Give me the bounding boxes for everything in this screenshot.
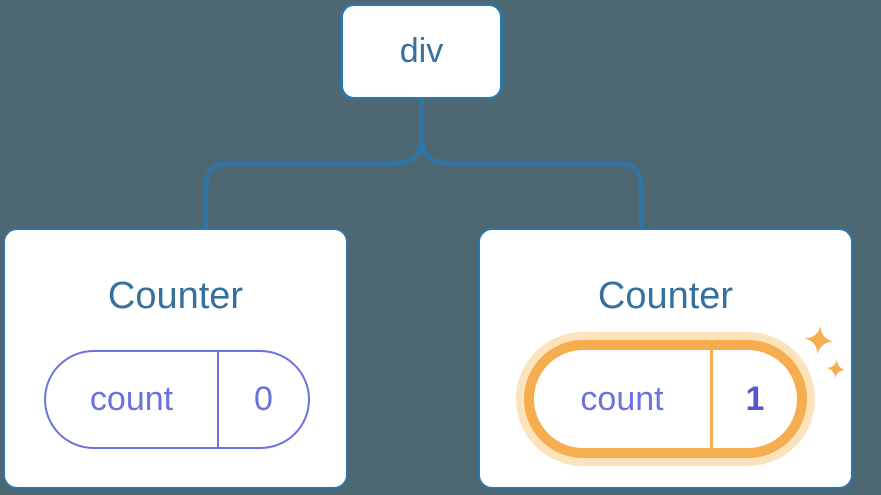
component-title: Counter (597, 275, 734, 317)
connector-branch-left (203, 99, 424, 227)
connector-branch-right (419, 133, 644, 227)
state-key-label: count (534, 350, 713, 448)
component-title: Counter (107, 275, 244, 317)
counter-card-updated: Counter count 1 (478, 228, 853, 489)
tree-node-label: div (399, 32, 444, 70)
state-key-label: count (46, 352, 219, 447)
state-pill-highlighted: count 1 (524, 340, 807, 458)
sparkles-icon (804, 325, 846, 379)
tree-node-div: div (340, 3, 503, 100)
sparkle-large (804, 325, 834, 355)
counter-card-initial: Counter count 0 (3, 228, 348, 489)
state-pill: count 0 (44, 350, 310, 449)
sparkle-small (826, 359, 846, 379)
state-value: 1 (745, 379, 765, 418)
state-value: 0 (254, 380, 273, 418)
